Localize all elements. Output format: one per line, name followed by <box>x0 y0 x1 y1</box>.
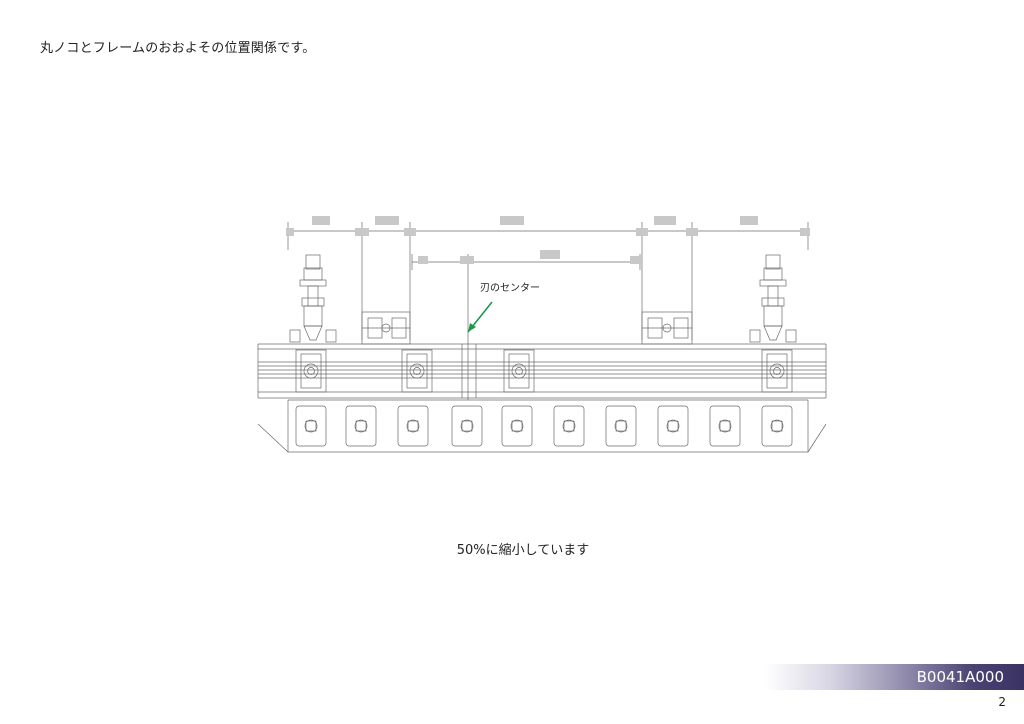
clamp-blocks <box>295 349 793 393</box>
document-number-bar <box>764 664 1024 690</box>
left-bolt-assembly <box>289 254 337 343</box>
page-number: 2 <box>998 695 1006 709</box>
right-top-profile <box>641 311 693 345</box>
right-bolt-assembly <box>749 254 797 343</box>
blade-center-callout: 刃のセンター <box>467 282 540 333</box>
scale-caption: 50%に縮小しています <box>456 543 590 558</box>
page-heading: 丸ノコとフレームのおおよその位置関係です。 <box>40 41 316 56</box>
left-top-profile <box>361 311 411 345</box>
dimension-lines <box>287 222 809 400</box>
document-number: B0041A000 <box>916 668 1004 686</box>
lower-extrusion <box>257 399 827 453</box>
blade-center-label: 刃のセンター <box>480 282 540 294</box>
obscured-dimension-values <box>286 216 810 264</box>
extrusion-slot-cells <box>295 405 793 447</box>
main-extrusion <box>257 343 827 399</box>
